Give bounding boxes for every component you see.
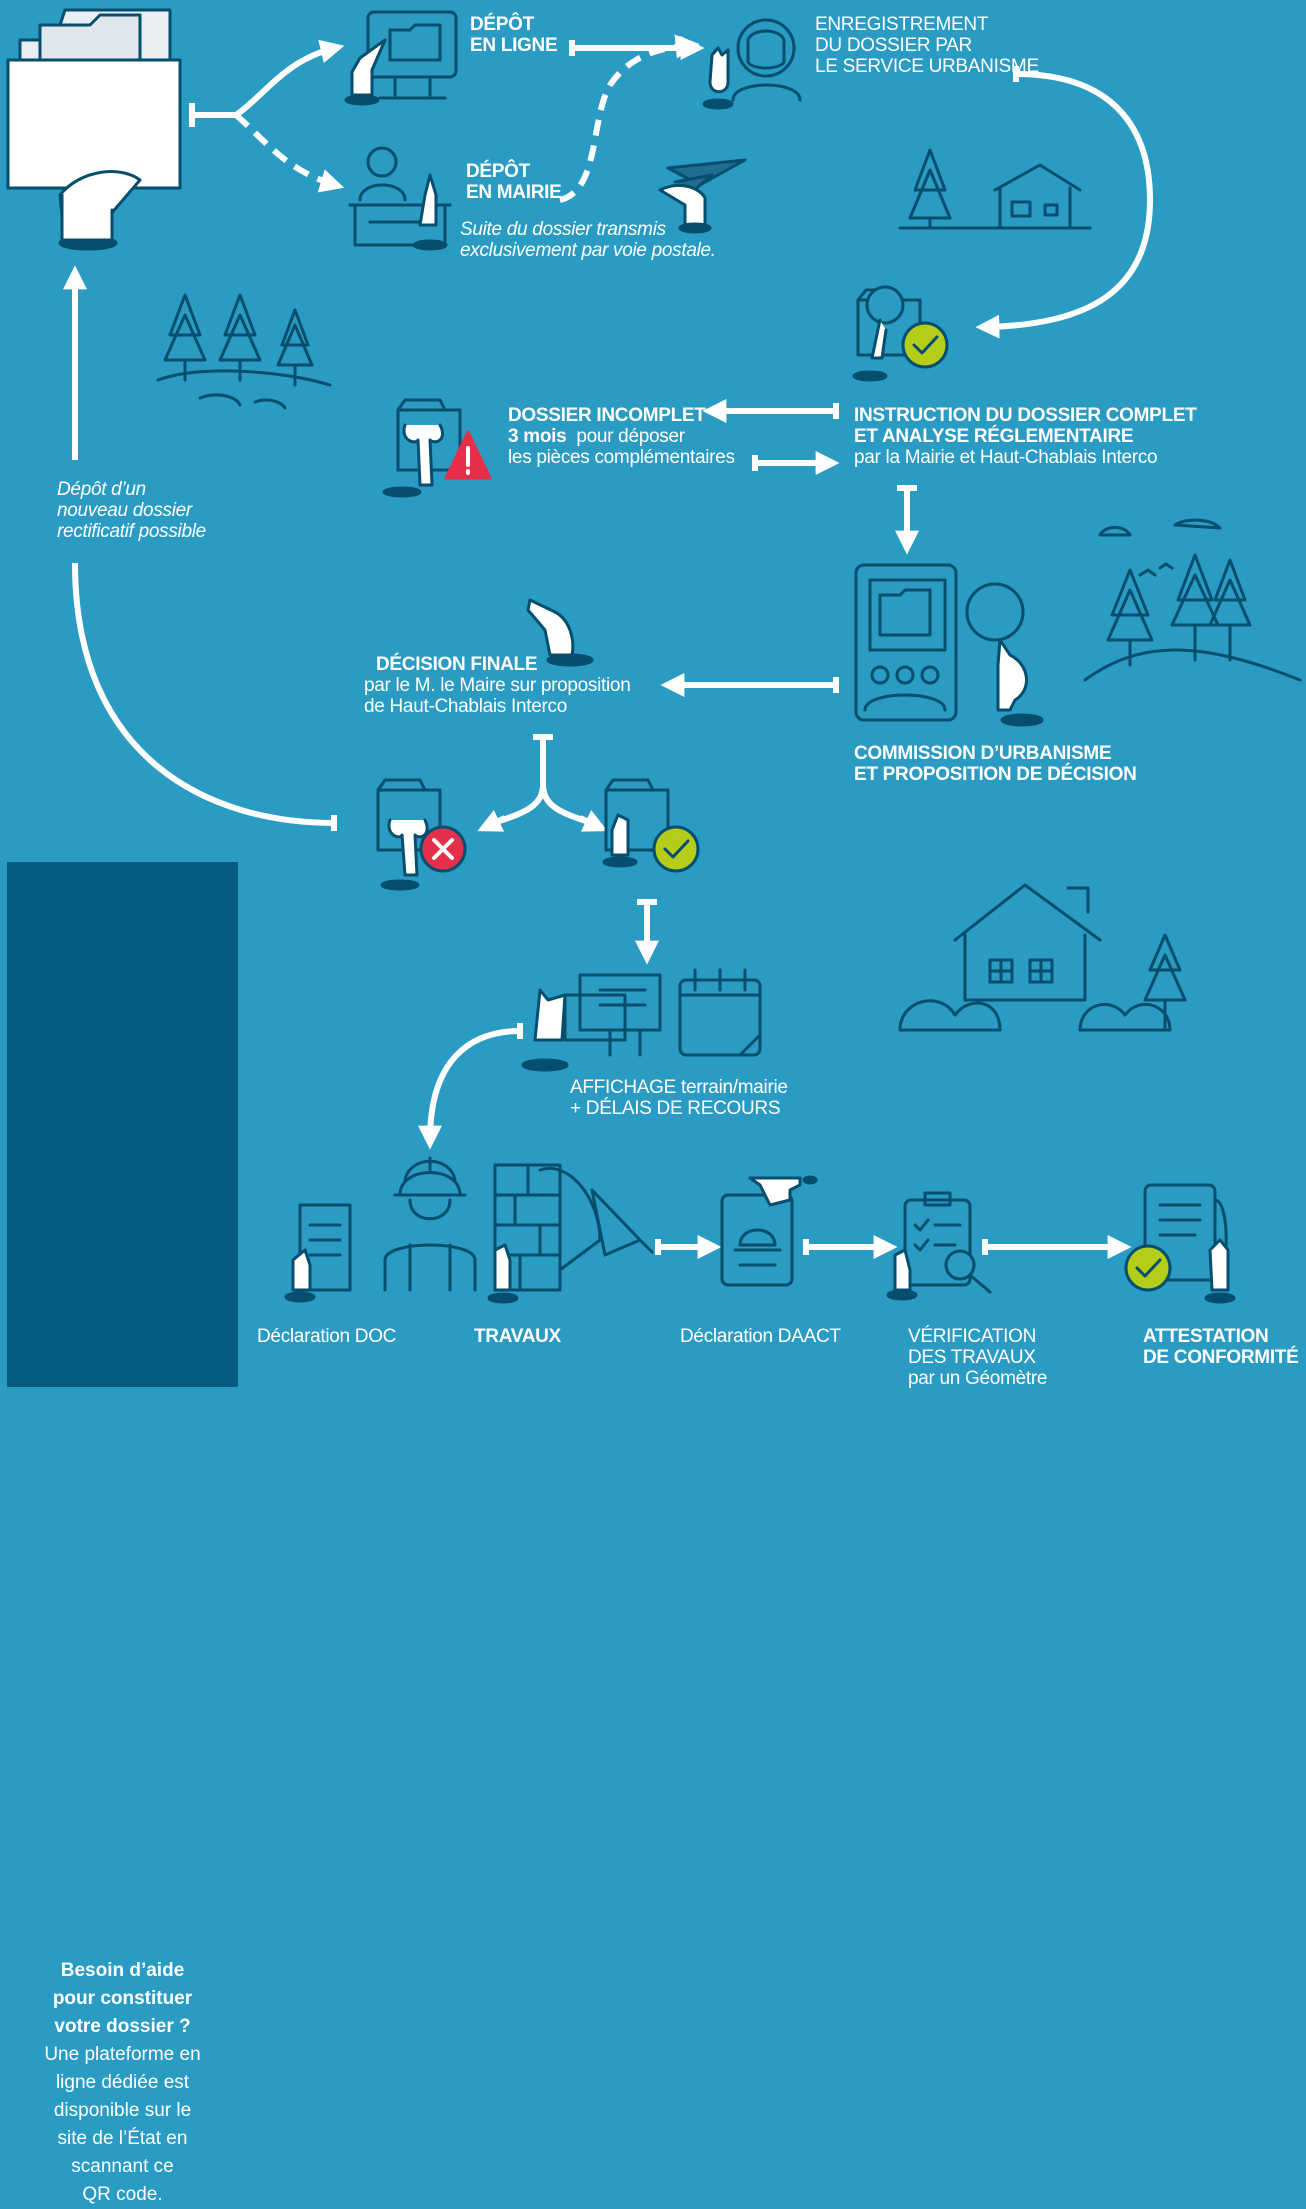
officer-icon	[702, 18, 802, 110]
certificate-icon	[720, 1175, 818, 1287]
warning-icon	[444, 430, 492, 480]
arrow-instruction-to-commission	[897, 485, 917, 545]
arrow-decision-split	[486, 734, 599, 828]
meeting-icon	[854, 563, 1044, 727]
computer-icon	[344, 10, 458, 106]
arrow-to-online	[234, 39, 345, 118]
arrow-daact-to-verif	[803, 1239, 888, 1255]
arrow-travaux-to-daact	[655, 1239, 712, 1255]
billboard-icon	[521, 973, 662, 1072]
wall-trowel-icon	[487, 1163, 654, 1304]
arrow-commission-to-decision	[670, 677, 839, 693]
arrow-mairie-to-registration	[559, 34, 700, 203]
arrow-approve-to-affichage	[637, 899, 657, 955]
arrow-verif-to-attestation	[982, 1239, 1122, 1255]
arrow-reject-to-restart	[72, 562, 337, 831]
arrow-incomplet-to-instruction	[752, 455, 830, 471]
receptionist-icon	[348, 146, 452, 251]
house-icon	[898, 148, 1092, 230]
document-hand-icon	[284, 1203, 352, 1303]
reject-icon	[376, 778, 467, 891]
step-travaux: TRAVAUX	[474, 1326, 561, 1347]
house-icon	[898, 883, 1187, 1032]
check-icon	[901, 321, 949, 369]
paper-plane-icon	[658, 158, 747, 234]
step-dossier-incomplet: DOSSIER INCOMPLET 3 mois pour déposer le…	[508, 405, 735, 468]
magnifier-folder-icon	[852, 285, 922, 382]
calendar-icon	[678, 968, 762, 1057]
worker-icon	[383, 1156, 477, 1292]
trees-icon	[1083, 518, 1302, 682]
trees-icon	[156, 293, 332, 410]
pointing-hand-icon	[526, 598, 594, 667]
arrow-to-mairie	[234, 112, 345, 193]
help-box: Besoin d’aide pour constituer votre doss…	[7, 862, 238, 2205]
approve-icon	[602, 778, 700, 873]
checklist-icon	[886, 1191, 992, 1301]
arrow-registration-to-check	[985, 66, 1154, 327]
step-affichage: AFFICHAGE terrain/mairie+ DÉLAIS DE RECO…	[570, 1077, 788, 1119]
help-text: Besoin d’aide pour constituer votre doss…	[44, 1960, 201, 2205]
arrow-start-split	[189, 103, 236, 127]
step-declaration-doc: Déclaration DOC	[257, 1326, 397, 1347]
arrow-instruction-to-incomplet	[712, 403, 839, 419]
wrench-icon	[382, 398, 462, 498]
attestation-icon	[1124, 1183, 1236, 1304]
arrow-affichage-to-doc	[430, 1023, 523, 1140]
step-declaration-daact: Déclaration DAACT	[680, 1326, 841, 1347]
folder-hand-icon	[6, 8, 182, 251]
